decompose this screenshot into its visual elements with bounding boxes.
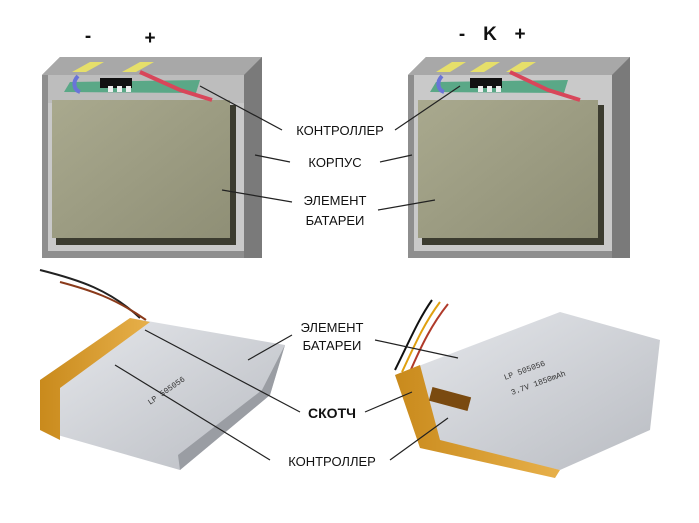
right-plus-terminal: + [514,24,525,45]
right-k-terminal: K [483,24,497,45]
controller-board [430,62,581,102]
left-pouch-battery: LP 505056 [39,269,285,470]
label-cell-top-line2: БАТАРЕИ [306,213,365,228]
label-controller-top: КОНТРОЛЛЕР [296,123,384,138]
right-minus-terminal: - [459,24,465,45]
label-tape: СКОТЧ [308,405,356,421]
right-pouch-battery: LP 505056 3.7V 1850mAh [394,299,660,478]
left-minus-terminal: - [85,26,91,47]
label-cell-top-line1: ЭЛЕМЕНТ [304,193,367,208]
top-leader-lines [199,85,461,211]
bottom-leader-lines [114,329,459,461]
left-battery-case [42,57,262,258]
controller-board [64,62,213,102]
label-cell-bottom-line1: ЭЛЕМЕНТ [301,320,364,335]
label-cell-bottom-line2: БАТАРЕИ [303,338,362,353]
label-controller-bottom: КОНТРОЛЛЕР [288,454,376,469]
right-battery-case [408,57,630,258]
label-case: КОРПУС [308,155,361,170]
left-plus-terminal: + [144,28,155,49]
